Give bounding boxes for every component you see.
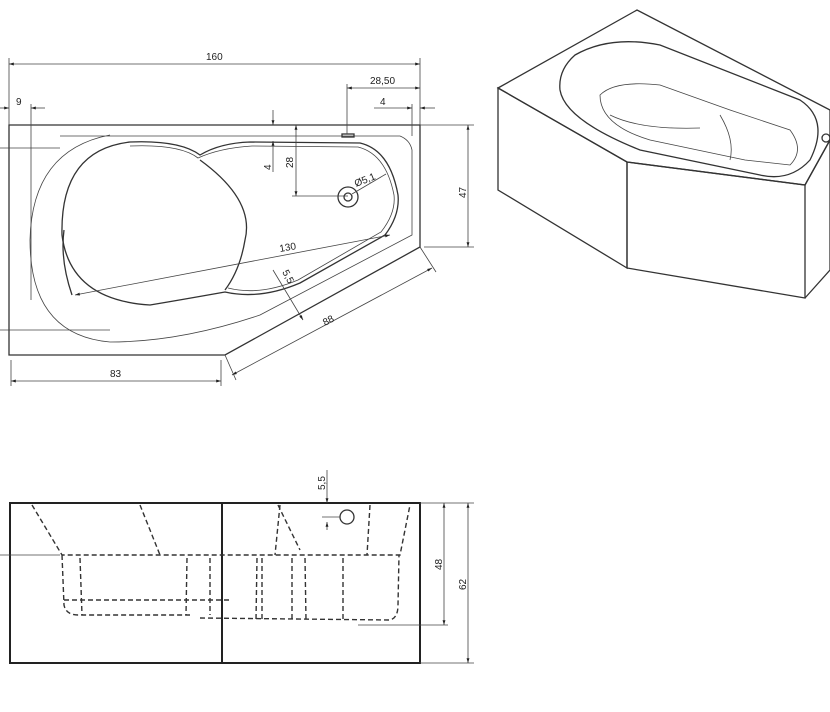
iso-basin-inner	[599, 83, 798, 166]
dim-label-28-50: 28,50	[370, 76, 395, 87]
dim-label-160: 160	[206, 52, 223, 63]
drain-inner-circle	[343, 192, 353, 202]
dim-label-83: 83	[110, 369, 122, 380]
iso-front-face	[626, 161, 806, 299]
side-view: 5,5 48 62	[0, 470, 474, 664]
iso-basin-outer	[559, 41, 819, 178]
overflow-mark	[341, 133, 355, 138]
iso-right-face	[804, 138, 830, 299]
dim-line-diameter	[351, 173, 387, 195]
dim-label-28: 28	[285, 156, 296, 168]
dim-label-5-5-top: 5,5	[279, 268, 295, 286]
seat-circle	[62, 159, 248, 296]
drain-outer-circle	[337, 186, 359, 208]
iso-left-face	[497, 86, 628, 270]
tub-outline	[8, 124, 421, 356]
dim-label-88: 88	[321, 314, 336, 329]
rim-inner-line	[29, 134, 413, 343]
iso-drain	[821, 133, 830, 143]
top-view: 160 28,50 9 4 4 28 Ø5,1 47 130 5,5 88 83	[0, 52, 474, 386]
side-overflow-circle	[339, 509, 355, 525]
side-outline	[9, 502, 421, 664]
dim-label-47: 47	[458, 186, 469, 198]
side-basin-hidden	[31, 504, 411, 621]
dim-label-5-5-side: 5,5	[317, 476, 328, 490]
dim-label-62: 62	[458, 578, 469, 590]
dim-label-9: 9	[16, 97, 22, 108]
basin-outline	[61, 141, 399, 306]
dim-label-4-right: 4	[380, 97, 386, 108]
iso-top-surface	[496, 9, 830, 186]
dim-label-48: 48	[434, 558, 445, 570]
dim-label-diameter: Ø5,1	[353, 171, 378, 189]
dim-label-130: 130	[279, 241, 298, 255]
dim-label-4-rim: 4	[263, 164, 274, 170]
isometric-view	[496, 9, 830, 299]
